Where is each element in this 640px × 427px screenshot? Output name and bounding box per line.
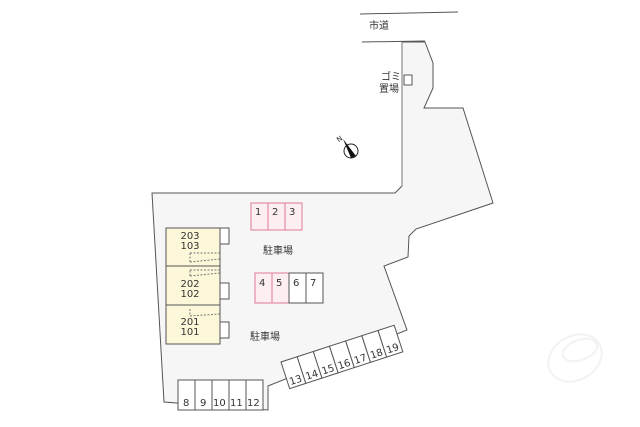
road-edge-bottom bbox=[361, 40, 426, 43]
svg-text:18: 18 bbox=[369, 347, 385, 361]
parking-area-label: 駐車場 bbox=[250, 332, 280, 343]
unit-number: 203 bbox=[180, 231, 200, 242]
svg-text:14: 14 bbox=[304, 368, 320, 382]
svg-text:12: 12 bbox=[247, 398, 260, 409]
unit-number: 102 bbox=[180, 289, 200, 300]
svg-text:9: 9 bbox=[200, 398, 206, 409]
svg-text:15: 15 bbox=[320, 363, 336, 377]
road-edge-top bbox=[359, 11, 459, 15]
garbage-area-label-2: 置場 bbox=[379, 84, 399, 95]
svg-text:3: 3 bbox=[289, 207, 295, 218]
north-arrow-icon: N bbox=[335, 134, 359, 159]
svg-text:7: 7 bbox=[310, 278, 316, 289]
garbage-box bbox=[403, 74, 413, 86]
svg-text:19: 19 bbox=[385, 342, 401, 356]
svg-text:10: 10 bbox=[213, 398, 226, 409]
svg-text:13: 13 bbox=[288, 374, 304, 388]
parking-area-label: 駐車場 bbox=[263, 246, 293, 257]
svg-text:16: 16 bbox=[337, 358, 353, 372]
svg-text:5: 5 bbox=[276, 278, 282, 289]
parking-row-a: 1 2 3 bbox=[250, 202, 303, 231]
garbage-area-label-1: ゴミ bbox=[381, 72, 401, 83]
unit-label-202-102: 202 102 bbox=[168, 280, 212, 300]
unit-number: 202 bbox=[180, 279, 200, 290]
lot-outline bbox=[151, 41, 494, 411]
unit-number: 101 bbox=[180, 327, 200, 338]
svg-text:17: 17 bbox=[353, 353, 369, 367]
unit-number: 103 bbox=[180, 241, 200, 252]
svg-text:11: 11 bbox=[230, 398, 243, 409]
svg-text:1: 1 bbox=[255, 207, 261, 218]
apartment-building bbox=[165, 227, 230, 345]
parking-row-d: 13 14 15 16 17 18 19 bbox=[280, 324, 404, 390]
unit-number: 201 bbox=[180, 317, 200, 328]
unit-label-201-101: 201 101 bbox=[168, 318, 212, 338]
svg-text:4: 4 bbox=[259, 278, 265, 289]
parking-row-c: 8 9 10 11 12 bbox=[177, 379, 264, 411]
parking-row-b: 4 5 6 7 bbox=[254, 272, 324, 304]
svg-text:6: 6 bbox=[293, 278, 299, 289]
svg-text:2: 2 bbox=[272, 207, 278, 218]
watermark-logo bbox=[547, 333, 603, 383]
unit-label-203-103: 203 103 bbox=[168, 232, 212, 252]
svg-text:N: N bbox=[335, 134, 344, 144]
svg-text:8: 8 bbox=[183, 398, 189, 409]
road-label: 市道 bbox=[369, 21, 389, 32]
